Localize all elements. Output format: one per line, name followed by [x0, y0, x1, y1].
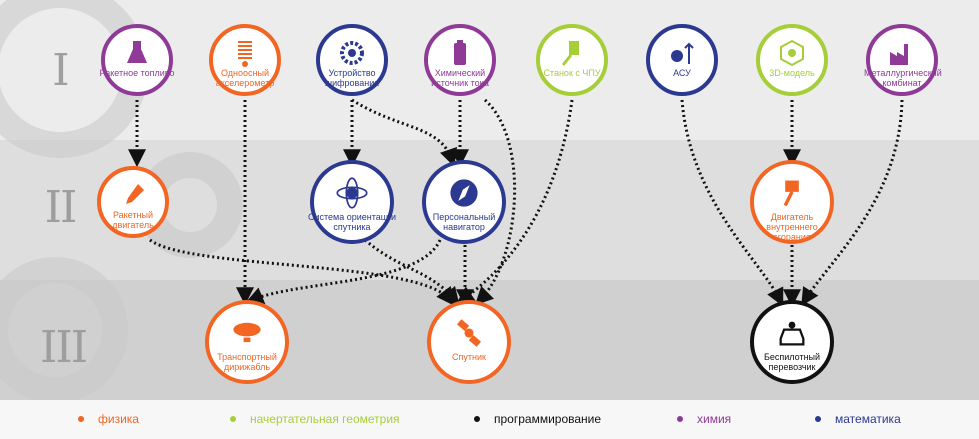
cube-icon — [780, 39, 804, 67]
node-label: Станок с ЧПУ — [543, 68, 601, 78]
car-icon — [779, 321, 805, 346]
gear-icon — [340, 41, 364, 65]
node-label: Транспортный дирижабль — [217, 352, 277, 372]
node-cnc[interactable]: Станок с ЧПУ — [536, 24, 608, 96]
node-rocket-fuel[interactable]: Ракетное топливо — [99, 24, 175, 96]
node-label: Устройство шифрования — [324, 68, 380, 88]
node-label: АСУ — [673, 68, 691, 78]
edge-orient-sat — [364, 238, 460, 306]
node-navigator[interactable]: Персональный навигатор — [422, 160, 506, 244]
node-airship[interactable]: Транспортный дирижабль — [205, 300, 289, 384]
edge-engine-sat — [149, 238, 455, 306]
legend-dot — [474, 416, 480, 422]
node-label: Двигатель внутреннего сгорания — [766, 212, 818, 242]
edge-cnc-sat — [456, 99, 574, 305]
legend-dot — [815, 416, 821, 422]
node-rocket-engine[interactable]: Ракетный двигатель — [97, 166, 169, 238]
connectors — [128, 98, 904, 308]
factory-icon — [890, 44, 908, 65]
legend-math: математика — [815, 412, 901, 426]
node-label: Система ориентации спутника — [308, 212, 396, 232]
node-label: Беспилотный перевозчик — [763, 352, 821, 372]
legend-label: физика — [98, 412, 139, 426]
airship-icon — [233, 322, 261, 343]
node-label: 3D-модель — [769, 68, 815, 78]
legend-label: начертательная геометрия — [250, 412, 400, 426]
legend-label: математика — [835, 412, 901, 426]
node-driverless[interactable]: Беспилотный перевозчик — [750, 300, 834, 384]
node-label: Ракетное топливо — [99, 68, 175, 78]
spring-icon — [238, 41, 252, 67]
legend-physics: физика — [78, 412, 139, 426]
node-orientation[interactable]: Система ориентации спутника — [308, 160, 396, 244]
level-label-1: I — [52, 45, 69, 96]
compass-icon — [450, 179, 478, 207]
legend-dot — [230, 416, 236, 422]
flask-icon — [127, 41, 147, 63]
node-battery[interactable]: Химический источник тока — [424, 24, 496, 96]
node-label: Химический источник тока — [431, 68, 489, 88]
node-label: Персональный навигатор — [432, 212, 496, 232]
node-metallurgy[interactable]: Металлургический комбинат — [864, 24, 942, 96]
legend-dot — [677, 416, 683, 422]
node-label: Ракетный двигатель — [112, 210, 154, 230]
edge-metal-driverless — [801, 99, 904, 307]
satellite-icon — [456, 319, 482, 347]
legend-label: химия — [697, 412, 732, 426]
rocket-engine-icon — [126, 184, 144, 204]
edge-cipher-nav — [351, 98, 457, 167]
legend-label: программирование — [494, 412, 602, 426]
battery-icon — [454, 40, 466, 65]
legend-dot — [78, 416, 84, 422]
level-label-2: II — [44, 182, 78, 233]
node-cipher[interactable]: Устройство шифрования — [316, 24, 388, 96]
orbit-icon — [336, 177, 368, 209]
edge-nav-airship — [245, 239, 442, 305]
node-label: Одноосный акселерометр — [215, 68, 275, 88]
node-satellite[interactable]: Спутник — [427, 300, 511, 384]
node-label: Спутник — [452, 352, 486, 362]
node-ice-engine[interactable]: Двигатель внутреннего сгорания — [750, 160, 834, 244]
legend-chemistry: химия — [677, 412, 731, 426]
legend-programming: программирование — [474, 412, 601, 426]
drill-icon — [561, 41, 579, 66]
node-asu[interactable]: АСУ — [646, 24, 718, 96]
piston-icon — [783, 180, 799, 207]
node-3d-model[interactable]: 3D-модель — [756, 24, 828, 96]
legend-geometry: начертательная геометрия — [230, 412, 400, 426]
node-accelerometer[interactable]: Одноосный акселерометр — [209, 24, 281, 96]
node-label: Металлургический комбинат — [864, 68, 942, 88]
control-system-icon — [671, 42, 694, 64]
edge-asu-driverless — [680, 99, 784, 307]
